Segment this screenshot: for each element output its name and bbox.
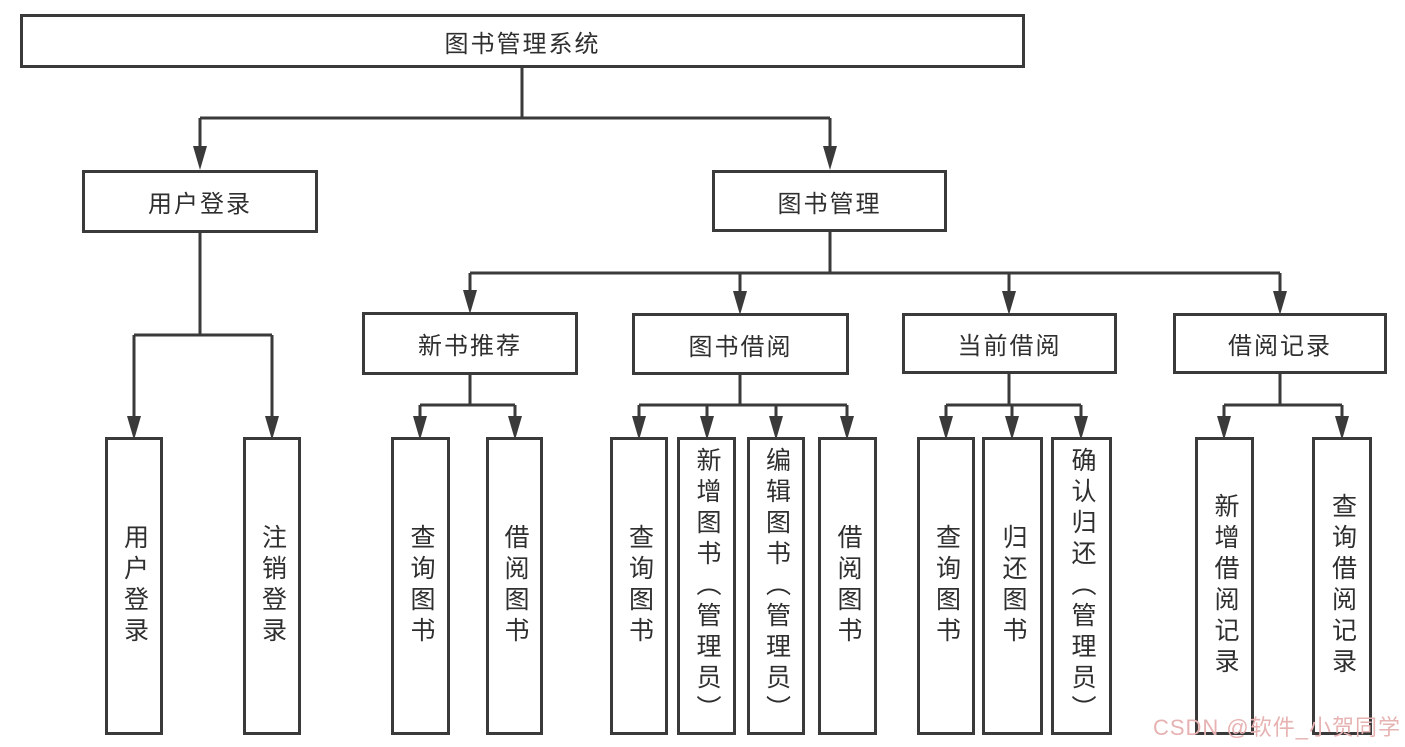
diagram-node-query-books-2: 查询图书 [610, 437, 668, 735]
diagram-node-root: 图书管理系统 [20, 14, 1025, 68]
diagram-node-user-login: 用户登录 [105, 437, 163, 735]
diagram-node-borrow-books-2: 借阅图书 [818, 437, 877, 735]
diagram-node-return-books: 归还图书 [982, 437, 1043, 735]
diagram-node-logout: 注销登录 [243, 437, 301, 735]
diagram-node-borrow-books-1: 借阅图书 [486, 437, 543, 735]
diagram-node-add-borrow-record: 新增借阅记录 [1195, 437, 1254, 735]
watermark: CSDN @软件_小贺同学 [1152, 715, 1401, 740]
diagram-node-borrowing-records: 借阅记录 [1173, 313, 1387, 374]
diagram-node-query-borrow-record: 查询借阅记录 [1312, 437, 1372, 735]
diagram-node-add-books-admin: 新增图书（管理员） [677, 437, 736, 735]
diagram-node-query-books-3: 查询图书 [917, 437, 975, 735]
diagram-node-confirm-return-admin: 确认归还（管理员） [1051, 437, 1112, 735]
diagram-node-book-management: 图书管理 [712, 170, 947, 232]
diagram-node-new-book-recommend: 新书推荐 [362, 312, 578, 375]
diagram-node-book-borrowing: 图书借阅 [632, 313, 849, 375]
diagram-node-current-borrowing: 当前借阅 [902, 313, 1117, 374]
diagram-node-edit-books-admin: 编辑图书（管理员） [747, 437, 805, 735]
diagram-node-query-books-1: 查询图书 [391, 437, 450, 735]
diagram-node-user-login-group: 用户登录 [82, 170, 318, 233]
